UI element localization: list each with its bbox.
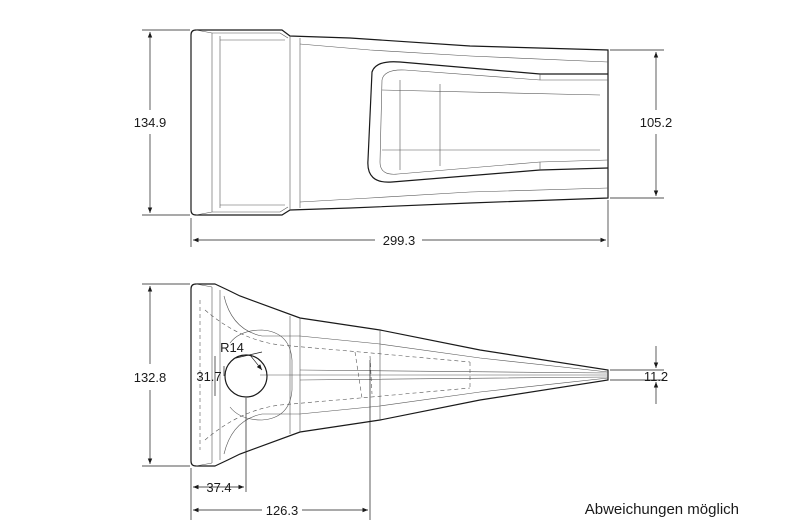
- side-view-hole: [224, 354, 268, 398]
- top-view-flange: [195, 29, 221, 216]
- side-view: [190, 283, 609, 467]
- dim-side-height-left: 132.8: [134, 370, 167, 385]
- dim-top-height-left: 134.9: [134, 115, 167, 130]
- side-view-dimensions: 132.8 31.7 R14 11.2 37.4 126.3: [134, 283, 668, 520]
- deviation-note: Abweichungen möglich: [585, 501, 739, 518]
- top-view: [190, 29, 609, 216]
- dim-radius: R14: [220, 340, 244, 355]
- side-view-outline: [190, 283, 609, 467]
- dim-offset-short: 37.4: [206, 480, 231, 495]
- dim-top-length: 299.3: [383, 233, 416, 248]
- dim-hole-diameter: 31.7: [196, 369, 221, 384]
- dim-top-height-right: 105.2: [640, 115, 673, 130]
- top-view-pocket: [367, 61, 609, 183]
- dim-tip: 11.2: [644, 369, 668, 384]
- top-view-outline: [190, 29, 609, 216]
- top-view-dimensions: 134.9 105.2 299.3: [134, 29, 673, 248]
- dim-offset-long: 126.3: [266, 503, 299, 518]
